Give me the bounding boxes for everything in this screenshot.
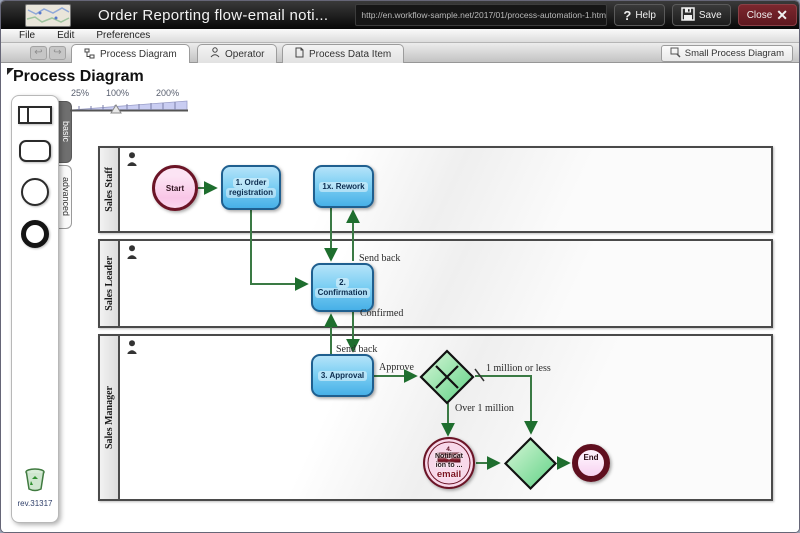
edge-label-approve: Approve [379, 362, 414, 373]
edge-label-million-or-less: 1 million or less [486, 363, 551, 374]
undo-icon: ↩ [34, 47, 43, 58]
sitemap-icon [84, 48, 95, 62]
question-icon: ? [623, 7, 632, 23]
email-notification-event[interactable]: 4. Notificat ion to ... email [423, 437, 475, 489]
task-order-registration[interactable]: 1. Order registration [221, 165, 281, 210]
notification-label-1: 4. [446, 445, 452, 453]
lane-person-icon [126, 245, 138, 265]
task-approval[interactable]: 3. Approval [311, 354, 374, 397]
save-button[interactable]: Save [671, 4, 731, 26]
save-button-label: Save [698, 9, 722, 21]
corner-mark [7, 68, 14, 75]
app-logo-map-icon [25, 3, 71, 27]
page-title: Process Diagram [13, 68, 144, 85]
palette-tab-advanced[interactable]: advanced [57, 165, 72, 229]
zoom-slider-thumb[interactable] [110, 104, 122, 114]
shape-palette: rev.31317 [11, 95, 59, 523]
end-event[interactable]: End [572, 444, 610, 482]
lane-sales-staff-label: Sales Staff [103, 167, 115, 212]
task-confirmation-label-1: 2. [336, 277, 349, 288]
lane-sales-leader[interactable]: Sales Leader [98, 239, 773, 328]
menu-bar: File Edit Preferences [1, 29, 799, 43]
document-icon [295, 47, 304, 61]
tab-process-data-item-label: Process Data Item [309, 48, 392, 60]
lane-sales-staff[interactable]: Sales Staff [98, 146, 773, 233]
task-order-registration-label-2: registration [225, 187, 276, 198]
task-order-registration-label-1: 1. Order [232, 177, 270, 188]
envelope-icon [437, 452, 461, 463]
lane-person-icon [126, 340, 138, 360]
process-diagram-canvas: Process Diagram rev.31317 basic [3, 63, 799, 532]
palette-start-event-shape[interactable] [21, 178, 49, 206]
zoom-label-max: 200% [156, 88, 180, 98]
lane-sales-leader-label: Sales Leader [103, 256, 115, 311]
title-bar: Order Reporting flow-email noti... http:… [1, 1, 799, 29]
task-confirmation[interactable]: 2. Confirmation [311, 263, 374, 312]
lane-sales-manager-label: Sales Manager [103, 385, 115, 450]
merge-gateway[interactable] [503, 436, 558, 496]
undo-button[interactable]: ↩ [30, 46, 47, 60]
task-approval-label: 3. Approval [317, 370, 368, 381]
edge-label-confirmed: Confirmed [360, 308, 404, 319]
trash-icon[interactable] [22, 468, 48, 496]
help-button[interactable]: ? Help [614, 4, 665, 26]
tab-operator[interactable]: Operator [197, 44, 278, 63]
tab-operator-label: Operator [225, 48, 265, 60]
menu-preferences[interactable]: Preferences [96, 30, 151, 41]
redo-icon: ↪ [53, 47, 62, 58]
edge-label-send-back-confirmation: Send back [336, 344, 378, 355]
notification-label-3: ion to ... [435, 461, 463, 469]
xor-gateway-approval[interactable] [418, 348, 476, 411]
tab-process-data-item[interactable]: Process Data Item [282, 44, 405, 63]
close-button[interactable]: Close ✕ [737, 4, 797, 26]
small-process-diagram-label: Small Process Diagram [684, 48, 784, 59]
close-button-label: Close [746, 9, 773, 21]
revision-label: rev.31317 [17, 499, 53, 508]
menu-edit[interactable]: Edit [57, 30, 75, 41]
notification-label-4: email [436, 468, 462, 480]
notification-label-2: Notificat [435, 453, 463, 461]
tab-process-diagram-label: Process Diagram [100, 49, 177, 60]
close-icon: ✕ [776, 6, 788, 23]
task-rework-label: 1x. Rework [319, 181, 368, 192]
menu-file[interactable]: File [19, 30, 36, 41]
redo-button[interactable]: ↪ [49, 46, 66, 60]
palette-end-event-shape[interactable] [21, 220, 49, 248]
window-title: Order Reporting flow-email noti... [98, 6, 329, 24]
edge-label-send-back-rework: Send back [359, 253, 401, 264]
task-confirmation-label-2: Confirmation [314, 287, 371, 298]
zoom-control: 25% 100% 200% [69, 88, 193, 114]
task-rework[interactable]: 1x. Rework [313, 165, 374, 208]
palette-tab-basic[interactable]: basic [57, 101, 72, 163]
lane-sales-manager-header: Sales Manager [100, 336, 120, 499]
floppy-icon [681, 6, 695, 24]
zoom-label-min: 25% [71, 88, 90, 98]
end-event-label: End [583, 453, 599, 462]
tab-process-diagram[interactable]: Process Diagram [71, 44, 190, 64]
zoom-label-mid: 100% [106, 88, 130, 98]
small-process-diagram-button[interactable]: Small Process Diagram [660, 45, 793, 62]
lane-person-icon [126, 152, 138, 172]
start-event[interactable]: Start [152, 165, 198, 211]
palette-lane-shape[interactable] [18, 106, 52, 124]
magnifier-icon [670, 47, 681, 61]
lane-sales-leader-header: Sales Leader [100, 241, 120, 326]
person-icon [210, 47, 220, 61]
help-button-label: Help [635, 9, 656, 21]
edge-label-over-1-million: Over 1 million [455, 403, 514, 414]
lane-sales-staff-header: Sales Staff [100, 148, 120, 231]
palette-task-shape[interactable] [19, 140, 51, 162]
zoom-slider[interactable] [69, 98, 191, 114]
start-event-label: Start [165, 183, 185, 193]
tab-bar: ↩ ↪ Process Diagram Operator [1, 43, 799, 64]
url-field[interactable]: http://en.workflow-sample.net/2017/01/pr… [355, 4, 608, 26]
